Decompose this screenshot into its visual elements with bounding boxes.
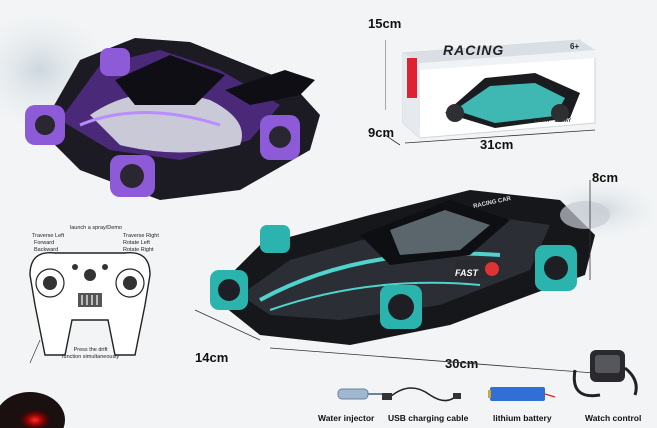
rc-label-drift: Press the drift function simultaneously [62,347,120,360]
remote-control-outline [29,251,151,364]
box-age-badge: 6+ [570,42,580,51]
watch-control-icon [572,350,638,398]
usb-cable-icon [382,387,461,402]
water-injector-icon [337,388,385,400]
accessory-label-water-injector: Water injector [318,413,375,423]
car-decal: FAST [455,268,479,278]
purple-car-image [25,38,320,200]
rc-label-rotate: Rotate Left Rotate Right [123,240,154,253]
box-side-text: LIGHT · SPRAY [535,118,572,124]
box-width-label: 31cm [480,137,514,152]
accessory-icons [337,387,556,402]
rc-label-forward-backward: Forward Backward [34,240,59,253]
product-box: RACING 6+ LIGHT · SPRAY [395,28,600,143]
accessory-label-battery: lithium battery [493,413,552,423]
car-length-label: 30cm [445,356,479,371]
car-dimension-lines [194,180,621,376]
car-depth-label: 14cm [195,350,229,365]
battery-icon [488,387,556,401]
accessory-label-usb-cable: USB charging cable [388,413,469,423]
box-brand-text: RACING [443,42,505,58]
car-height-label: 8cm [592,170,619,185]
rc-label-traverse-right: Traverse Right [123,233,159,239]
accessory-label-watch-control: Watch control [585,413,642,423]
rc-label-traverse-left: Traverse Left [32,233,65,239]
rc-label-launch: launch a spray/Demo [70,225,122,231]
teal-car-image [210,190,610,345]
box-dimension-lines [385,40,596,146]
remote-diagram: launch a spray/Demo Traverse Left Traver… [0,215,180,375]
box-height-label: 15cm [368,16,402,31]
